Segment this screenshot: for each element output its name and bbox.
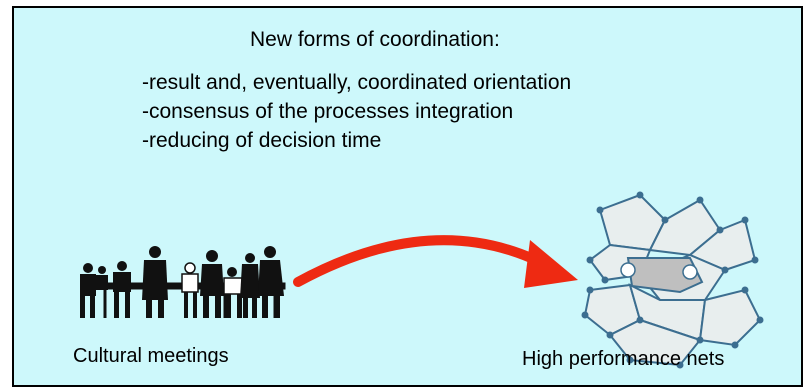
arrow-icon (293, 235, 578, 288)
diagram-title: New forms of coordination: (250, 28, 500, 51)
bullet-item: -reducing of decision time (142, 129, 382, 152)
high-performance-nets-caption: High performance nets (522, 348, 725, 370)
meeting-people-icon (80, 246, 286, 318)
bullet-item: -result and, eventually, coordinated ori… (142, 71, 572, 94)
bullet-list: -result and, eventually, coordinated ori… (142, 68, 571, 155)
cultural-meetings-caption: Cultural meetings (73, 345, 229, 367)
network-icon (581, 191, 764, 369)
bullet-item: -consensus of the processes integration (142, 100, 514, 123)
